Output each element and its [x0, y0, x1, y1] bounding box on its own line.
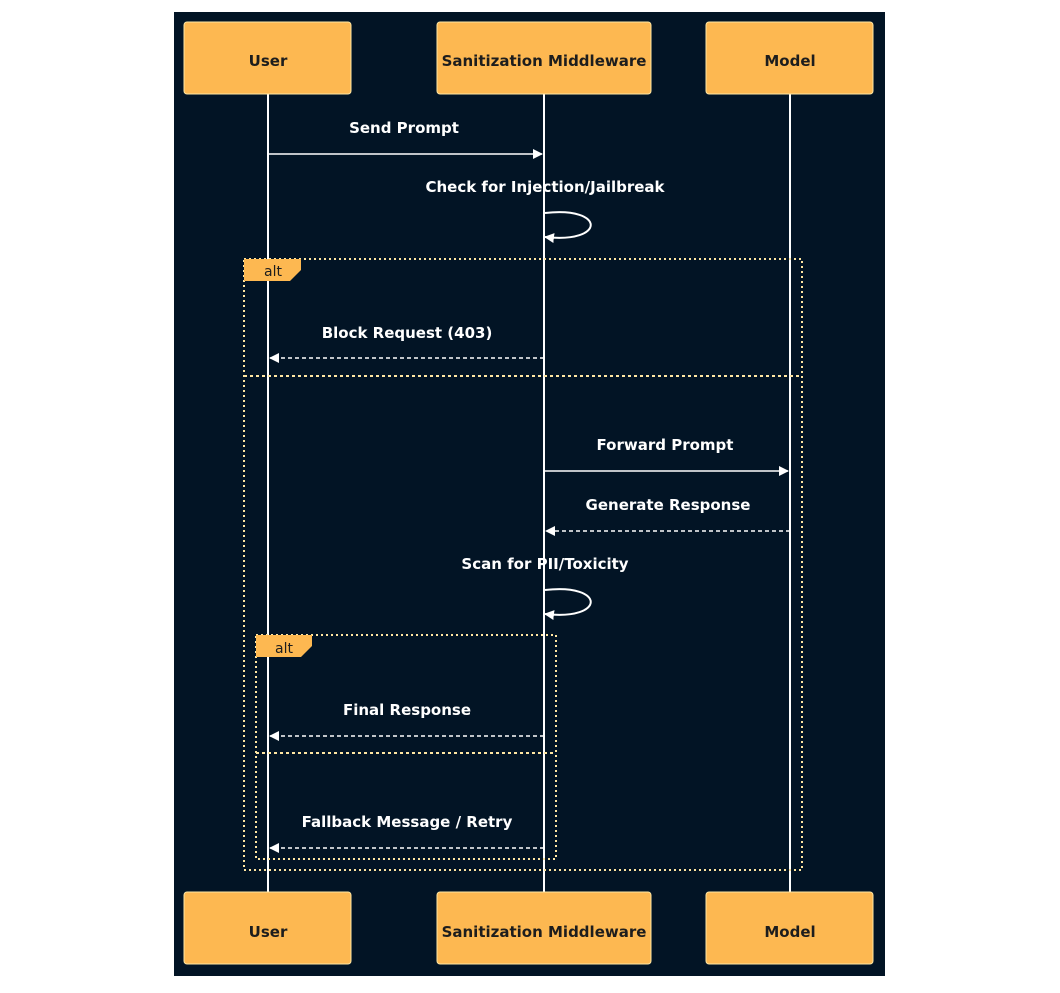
- message-label: Scan for PII/Toxicity: [461, 555, 628, 573]
- participant-label: Model: [764, 52, 815, 70]
- message-generate-response: Generate Response: [545, 496, 790, 536]
- message-check-injection: Check for Injection/Jailbreak: [425, 178, 666, 243]
- message-block-request: Block Request (403): [269, 324, 544, 363]
- message-final-response: Final Response: [269, 701, 544, 741]
- message-forward-prompt: Forward Prompt: [544, 436, 789, 476]
- alt-fragment-inner-label: alt: [275, 641, 293, 657]
- participant-middleware-top: Sanitization Middleware: [436, 21, 652, 95]
- message-fallback: Fallback Message / Retry: [269, 813, 544, 853]
- participant-box: [436, 891, 652, 965]
- participant-model-bottom: Model: [705, 891, 874, 965]
- alt-fragment-outer: alt: [243, 258, 803, 871]
- message-label: Generate Response: [586, 496, 751, 514]
- alt-fragment-inner-tag: [256, 635, 312, 657]
- message-label: Check for Injection/Jailbreak: [425, 178, 665, 196]
- participant-label: Sanitization Middleware: [442, 923, 647, 941]
- participant-model-top: Model: [705, 21, 874, 95]
- message-label: Forward Prompt: [597, 436, 734, 454]
- participant-label: User: [249, 52, 288, 70]
- participant-user-top: User: [183, 21, 352, 95]
- message-self-loop-arrow: [544, 588, 592, 620]
- participant-label: Model: [764, 923, 815, 941]
- message-send-prompt: Send Prompt: [268, 119, 543, 159]
- message-label: Send Prompt: [349, 119, 459, 137]
- alt-fragment-inner-frame: [255, 634, 557, 860]
- message-self-loop-arrow: [544, 211, 592, 243]
- message-scan-pii: Scan for PII/Toxicity: [461, 555, 629, 620]
- participant-box: [183, 21, 352, 95]
- alt-fragment-outer-tag: [244, 259, 301, 281]
- participant-label: User: [249, 923, 288, 941]
- participant-box: [183, 891, 352, 965]
- participant-middleware-bottom: Sanitization Middleware: [436, 891, 652, 965]
- message-label: Fallback Message / Retry: [302, 813, 513, 831]
- participant-user-bottom: User: [183, 891, 352, 965]
- participant-box: [705, 891, 874, 965]
- participant-label: Sanitization Middleware: [442, 52, 647, 70]
- participant-box: [705, 21, 874, 95]
- alt-fragment-outer-label: alt: [264, 264, 282, 280]
- diagram-background: [174, 12, 885, 976]
- alt-fragment-inner: alt: [255, 634, 557, 860]
- message-label: Final Response: [343, 701, 471, 719]
- participant-box: [436, 21, 652, 95]
- message-label: Block Request (403): [322, 324, 493, 342]
